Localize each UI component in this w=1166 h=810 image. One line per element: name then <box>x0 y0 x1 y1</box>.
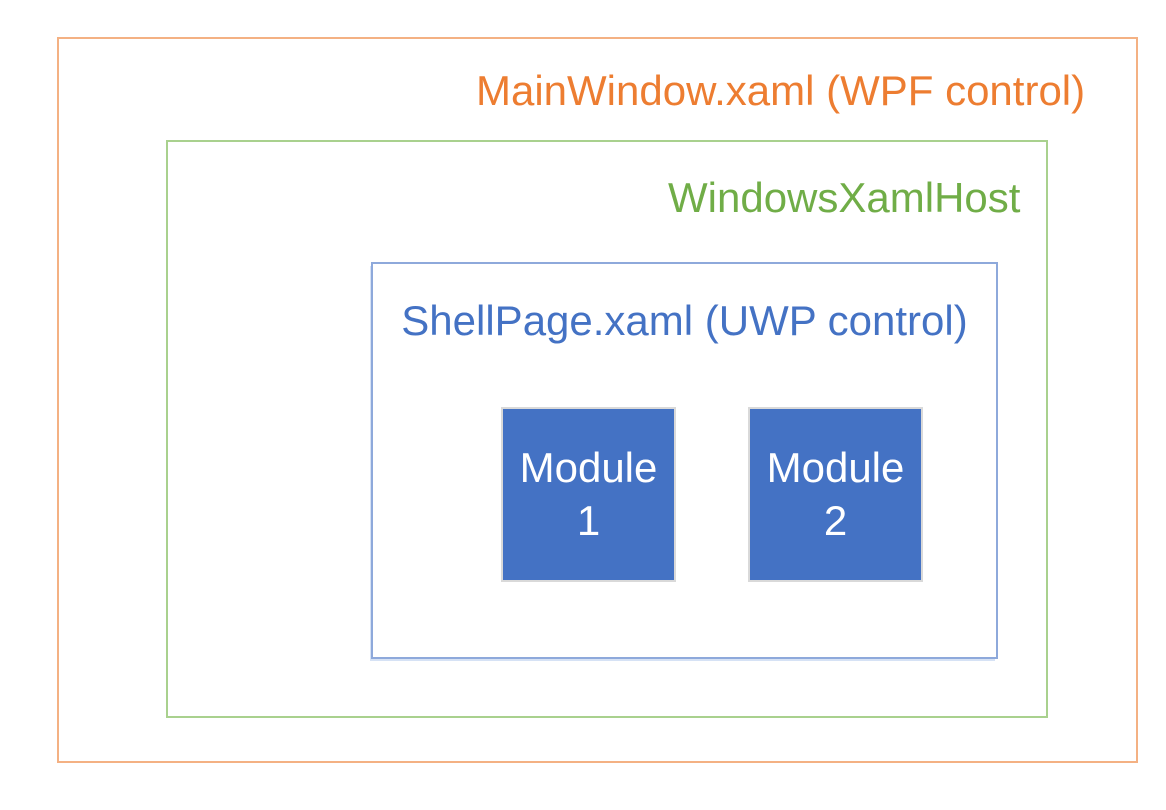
shellpage-uwp-box <box>371 262 998 659</box>
mainwindow-wpf-box <box>57 37 1138 763</box>
windows-xaml-host-box <box>166 140 1048 718</box>
shellpage-uwp-label: ShellPage.xaml (UWP control) <box>401 297 968 344</box>
windows-xaml-host-label: WindowsXamlHost <box>668 174 1021 221</box>
module-1-label-line1: Module <box>519 444 658 492</box>
module-2-label-line2: 2 <box>823 496 848 544</box>
module-1-label-line2: 1 <box>576 496 601 544</box>
module-1-box: Module 1 <box>501 407 676 582</box>
module-2-label-line1: Module <box>766 444 905 492</box>
mainwindow-wpf-label: MainWindow.xaml (WPF control) <box>476 67 1086 114</box>
module-2-box: Module 2 <box>748 407 923 582</box>
